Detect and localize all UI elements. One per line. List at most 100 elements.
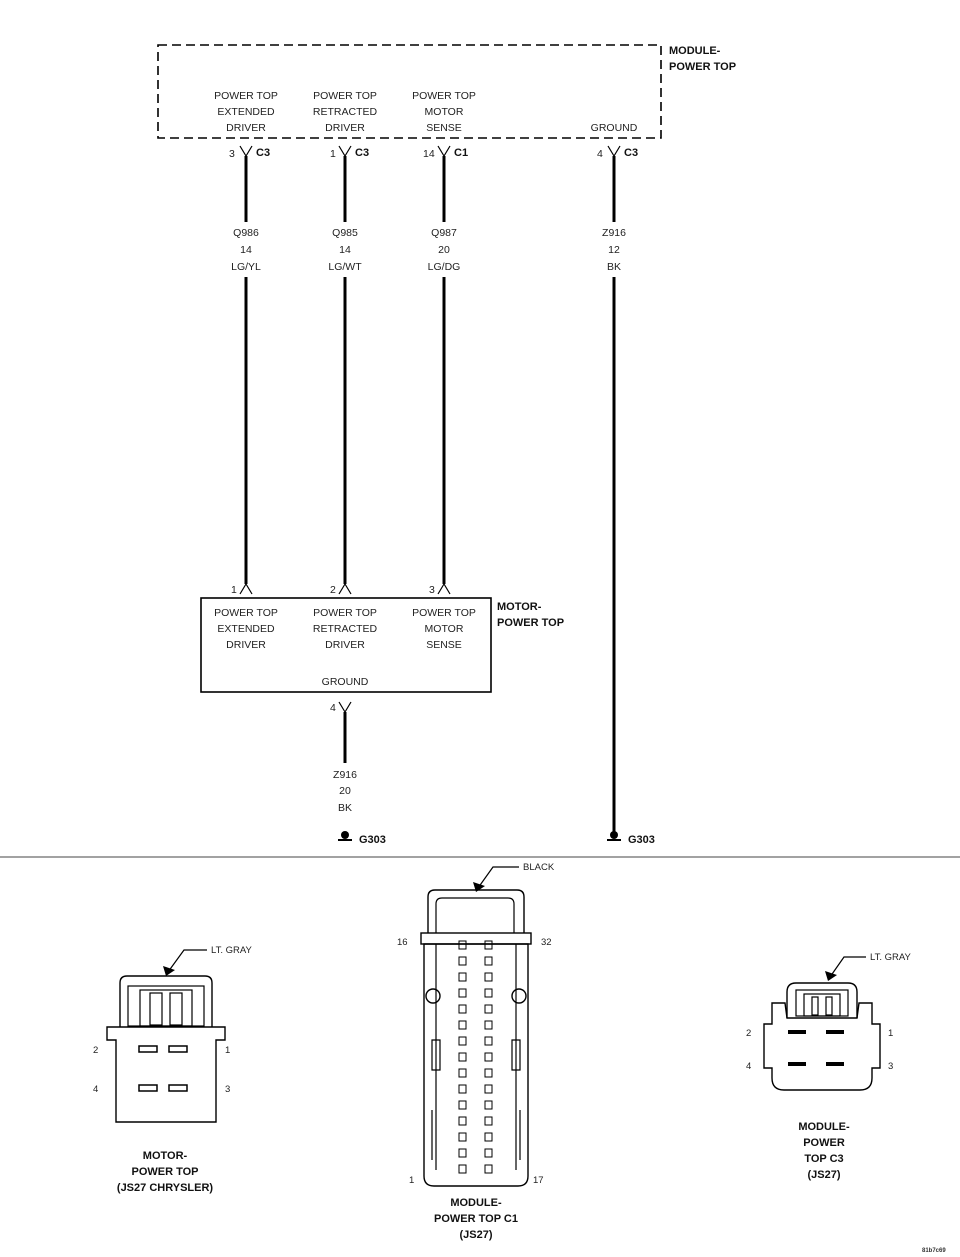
svg-text:LT. GRAY: LT. GRAY	[211, 945, 252, 956]
svg-text:BLACK: BLACK	[523, 862, 555, 873]
module-pin-motor-sense: POWER TOP MOTOR SENSE	[412, 90, 476, 134]
svg-text:MOTOR: MOTOR	[425, 106, 464, 118]
motor-in-pin-3: 3	[429, 584, 435, 596]
svg-text:MOTOR: MOTOR	[425, 623, 464, 635]
svg-text:DRIVER: DRIVER	[325, 639, 365, 651]
svg-text:32: 32	[541, 937, 552, 948]
svg-text:C3: C3	[624, 147, 638, 159]
svg-text:RETRACTED: RETRACTED	[313, 623, 378, 635]
svg-text:4: 4	[93, 1084, 98, 1095]
svg-text:4: 4	[746, 1061, 751, 1072]
svg-text:3: 3	[225, 1084, 230, 1095]
svg-text:GROUND: GROUND	[591, 122, 638, 134]
svg-text:BK: BK	[338, 802, 352, 814]
module-pin-retracted-driver: POWER TOP RETRACTED DRIVER	[313, 90, 378, 134]
svg-text:3: 3	[888, 1061, 893, 1072]
svg-text:Q987: Q987	[431, 227, 457, 239]
motor-ground-label: GROUND	[322, 676, 369, 688]
motor-in-pin-2: 2	[330, 584, 336, 596]
connector-view-c1: BLACK	[397, 862, 555, 1241]
svg-text:LG/WT: LG/WT	[328, 261, 362, 273]
connector-view-motor: LT. GRAY 2 1 4 3 MOTOR- POWER TOP (JS27 …	[93, 945, 252, 1194]
svg-text:MOTOR-: MOTOR-	[143, 1150, 188, 1162]
svg-text:1: 1	[409, 1175, 414, 1186]
svg-text:1: 1	[330, 148, 336, 160]
svg-text:BK: BK	[607, 261, 621, 273]
svg-text:POWER TOP: POWER TOP	[412, 607, 476, 619]
motor-title-line2: POWER TOP	[497, 617, 564, 629]
ground-g303-right: G303	[607, 831, 655, 846]
svg-text:POWER TOP: POWER TOP	[412, 90, 476, 102]
module-connector-1: 3 C3	[229, 145, 270, 160]
svg-text:C1: C1	[454, 147, 468, 159]
module-box	[157, 44, 662, 139]
wire-q986: Q986 14 LG/YL	[231, 156, 261, 584]
svg-text:20: 20	[438, 244, 450, 256]
figure-reference: 81b7c69	[922, 1248, 946, 1254]
svg-text:20: 20	[339, 785, 351, 797]
module-title-line2: POWER TOP	[669, 61, 736, 73]
svg-text:14: 14	[240, 244, 252, 256]
motor-power-top: 1 2 3 MOTOR- POWER TOP POWER TOP EXTENDE…	[200, 582, 564, 693]
svg-text:EXTENDED: EXTENDED	[217, 106, 275, 118]
svg-text:2: 2	[93, 1045, 98, 1056]
c1-cavities	[458, 940, 493, 1174]
svg-text:(JS27): (JS27)	[807, 1169, 840, 1181]
svg-text:14: 14	[423, 148, 435, 160]
svg-text:POWER TOP: POWER TOP	[131, 1166, 198, 1178]
svg-text:DRIVER: DRIVER	[226, 639, 266, 651]
svg-text:EXTENDED: EXTENDED	[217, 623, 275, 635]
wire-q987: Q987 20 LG/DG	[428, 156, 461, 584]
module-connector-2: 1 C3	[330, 145, 369, 160]
svg-text:Z916: Z916	[333, 769, 357, 781]
motor-box	[200, 597, 492, 693]
motor-title-line1: MOTOR-	[497, 601, 542, 613]
motor-in-pin-1: 1	[231, 584, 237, 596]
svg-text:POWER TOP: POWER TOP	[313, 607, 377, 619]
svg-text:C3: C3	[355, 147, 369, 159]
svg-text:Q985: Q985	[332, 227, 358, 239]
svg-text:3: 3	[229, 148, 235, 160]
svg-text:14: 14	[339, 244, 351, 256]
connector-view-c3: LT. GRAY 2 1 4 3 MODULE- POWER TOP C3 (J…	[746, 952, 911, 1181]
module-pin-ground: GROUND	[591, 122, 638, 134]
svg-text:MODULE-: MODULE-	[450, 1197, 502, 1209]
svg-text:RETRACTED: RETRACTED	[313, 106, 378, 118]
svg-text:SENSE: SENSE	[426, 639, 462, 651]
svg-text:1: 1	[225, 1045, 230, 1056]
wire-z916-motor: 4 Z916 20 BK	[330, 701, 357, 814]
svg-text:POWER TOP C1: POWER TOP C1	[434, 1213, 518, 1225]
svg-text:MODULE-: MODULE-	[798, 1121, 850, 1133]
svg-text:16: 16	[397, 937, 408, 948]
svg-text:POWER TOP: POWER TOP	[313, 90, 377, 102]
module-title-line1: MODULE-	[669, 45, 721, 57]
svg-text:POWER TOP: POWER TOP	[214, 607, 278, 619]
svg-text:4: 4	[330, 702, 336, 714]
svg-text:LT. GRAY: LT. GRAY	[870, 952, 911, 963]
module-connector-4: 4 C3	[597, 145, 638, 160]
module-connector-3: 14 C1	[423, 145, 468, 160]
svg-text:G303: G303	[628, 834, 655, 846]
svg-text:Z916: Z916	[602, 227, 626, 239]
svg-text:POWER: POWER	[803, 1137, 845, 1149]
svg-text:C3: C3	[256, 147, 270, 159]
svg-text:TOP C3: TOP C3	[804, 1153, 843, 1165]
svg-text:1: 1	[888, 1028, 893, 1039]
svg-text:LG/YL: LG/YL	[231, 261, 261, 273]
wire-z916-module: Z916 12 BK	[602, 156, 626, 834]
svg-text:12: 12	[608, 244, 620, 256]
module-pin-extended-driver: POWER TOP EXTENDED DRIVER	[214, 90, 278, 134]
svg-text:G303: G303	[359, 834, 386, 846]
svg-text:Q986: Q986	[233, 227, 259, 239]
svg-text:(JS27 CHRYSLER): (JS27 CHRYSLER)	[117, 1182, 214, 1194]
svg-text:4: 4	[597, 148, 603, 160]
svg-text:2: 2	[746, 1028, 751, 1039]
svg-text:LG/DG: LG/DG	[428, 261, 461, 273]
svg-text:17: 17	[533, 1175, 544, 1186]
wire-q985: Q985 14 LG/WT	[328, 156, 362, 584]
svg-text:POWER TOP: POWER TOP	[214, 90, 278, 102]
svg-text:(JS27): (JS27)	[459, 1229, 492, 1241]
svg-text:SENSE: SENSE	[426, 122, 462, 134]
svg-text:DRIVER: DRIVER	[226, 122, 266, 134]
